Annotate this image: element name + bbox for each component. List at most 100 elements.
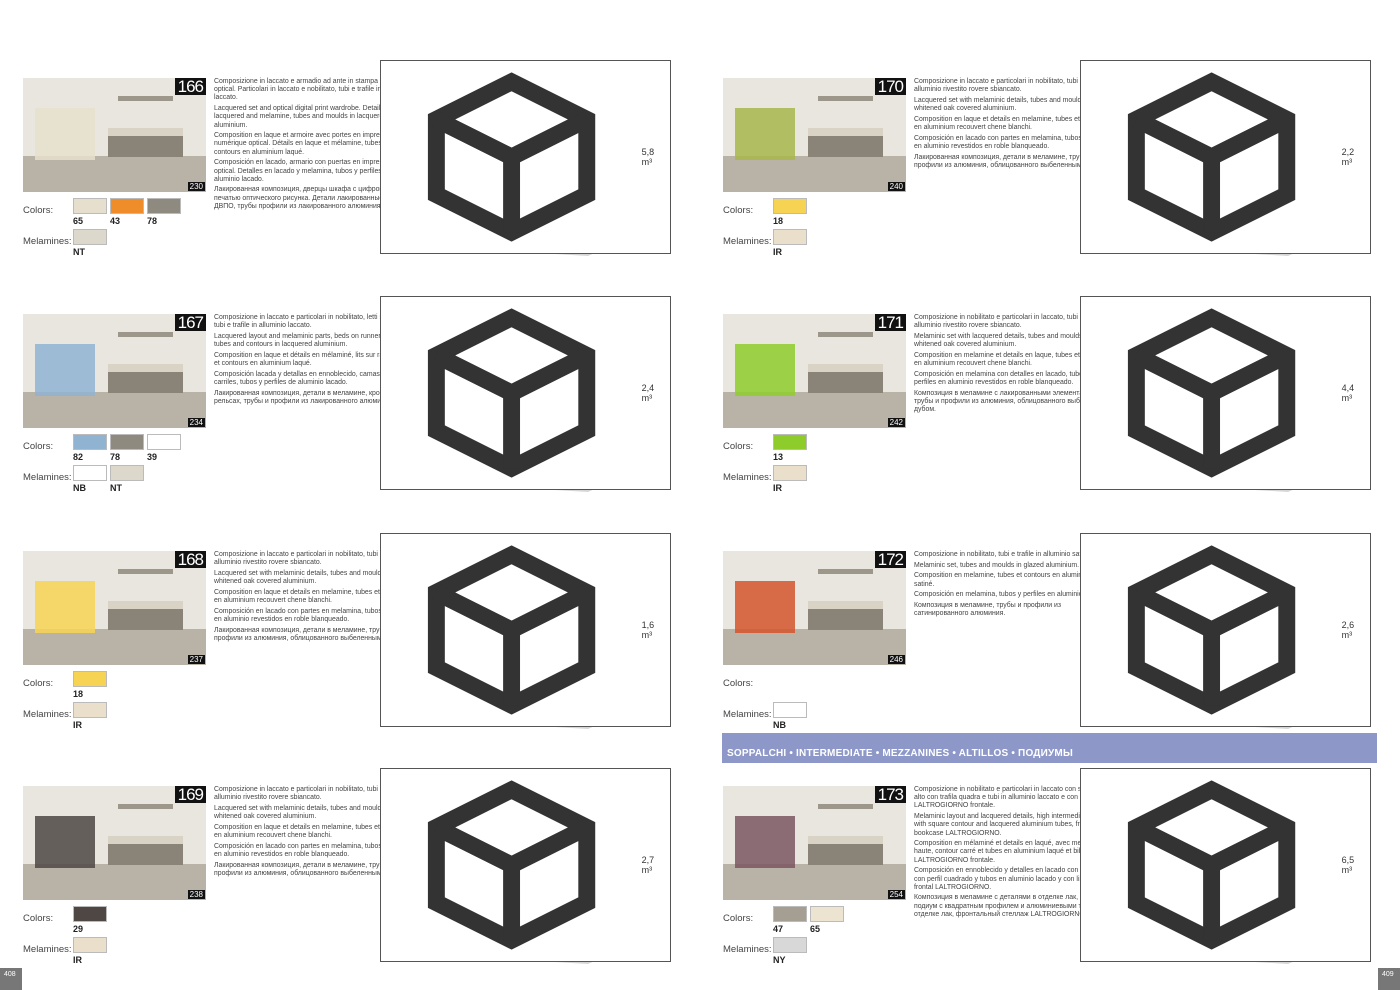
volume-value: 2,6 m³ xyxy=(1341,620,1355,640)
photo-bed xyxy=(808,133,883,157)
melamines-label: Melamines: xyxy=(23,944,72,955)
room-plan-drawing: 1003771792,7 m³ xyxy=(380,768,693,964)
photo-bed xyxy=(108,841,183,865)
melamines-row: Melamines:IR xyxy=(23,937,223,967)
melamine-swatch[interactable] xyxy=(73,229,107,245)
description-paragraph: Composition en laque et details en melam… xyxy=(214,588,409,605)
composition-number: 172 xyxy=(874,551,906,568)
melamine-swatch[interactable] xyxy=(773,465,807,481)
description-paragraph: Composición en lacado con partes en mela… xyxy=(214,842,412,858)
photo-furniture xyxy=(35,108,95,160)
composition-number: 168 xyxy=(174,551,206,568)
color-swatch[interactable] xyxy=(810,906,844,922)
color-swatch[interactable] xyxy=(73,671,107,687)
color-code: 47 xyxy=(773,924,784,934)
photo-bed xyxy=(808,841,883,865)
melamine-code: NB xyxy=(73,483,86,493)
description-paragraph: Melaminic set, tubes and moulds in glaze… xyxy=(914,561,1080,569)
color-swatch[interactable] xyxy=(147,198,181,214)
description-paragraph: Лакированная композиция, детали в мелами… xyxy=(914,153,1106,169)
color-code: 18 xyxy=(73,689,84,699)
melamines-label: Melamines: xyxy=(23,236,72,247)
description-paragraph: Composition en laque et armoire avec por… xyxy=(214,132,396,156)
colors-label: Colors: xyxy=(23,441,54,452)
photo-floor xyxy=(23,629,206,665)
melamine-swatch[interactable] xyxy=(773,937,807,953)
photo-page-ref: 230 xyxy=(187,182,205,191)
cube-edge xyxy=(1133,347,1292,403)
description-paragraph: Composizione in nobilitato, tubi e trafi… xyxy=(914,551,1099,558)
photo-floor xyxy=(723,392,906,428)
melamine-swatch[interactable] xyxy=(73,937,107,953)
volume-badge: 2,7 m³ xyxy=(380,768,671,962)
color-swatch[interactable] xyxy=(773,198,807,214)
volume-value: 4,4 m³ xyxy=(1341,383,1355,403)
melamine-code: IR xyxy=(73,720,82,730)
photo-furniture xyxy=(735,816,795,868)
color-swatch[interactable] xyxy=(110,434,144,450)
photo-bed xyxy=(808,606,883,630)
melamines-row: Melamines:IR xyxy=(23,702,223,732)
melamine-swatch[interactable] xyxy=(110,465,144,481)
room-photo-illustration xyxy=(23,786,206,900)
photo-shelf xyxy=(118,804,173,809)
melamines-label: Melamines: xyxy=(723,236,772,247)
description-paragraph: Лакированная композиция, детали в мелами… xyxy=(214,861,406,877)
colors-label: Colors: xyxy=(23,678,54,689)
melamine-code: NY xyxy=(773,955,786,965)
room-photo[interactable]: 166 230 xyxy=(23,78,206,192)
page-number-left: 408 xyxy=(0,968,22,990)
color-code: 29 xyxy=(73,924,84,934)
volume-value: 1,6 m³ xyxy=(641,620,655,640)
cube-outline xyxy=(428,545,596,715)
melamine-swatch[interactable] xyxy=(773,229,807,245)
melamine-swatch[interactable] xyxy=(73,702,107,718)
description-paragraph: Composition en melamine, tubes et contou… xyxy=(914,572,1094,588)
composition-description: Composizione in nobilitato e particolari… xyxy=(914,314,1114,417)
melamine-swatch[interactable] xyxy=(773,702,807,718)
colors-label: Colors: xyxy=(23,205,54,216)
description-paragraph: Composition en mélaminé et details en la… xyxy=(914,840,1111,864)
color-swatch[interactable] xyxy=(147,434,181,450)
photo-furniture xyxy=(735,108,795,160)
room-plan-drawing: 2632131092,2 m³ xyxy=(1080,60,1393,256)
section-banner-title: SOPPALCHI • INTERMEDIATE • MEZZANINES • … xyxy=(727,748,1073,759)
melamines-label: Melamines: xyxy=(723,709,772,720)
volume-value: 2,2 m³ xyxy=(1341,147,1355,167)
melamines-row: Melamines:NT xyxy=(23,229,223,259)
color-swatch[interactable] xyxy=(773,434,807,450)
cube-icon xyxy=(1128,72,1296,242)
composition-number: 166 xyxy=(174,78,206,95)
color-swatch[interactable] xyxy=(110,198,144,214)
photo-bed xyxy=(108,606,183,630)
color-swatch[interactable] xyxy=(73,198,107,214)
description-paragraph: Composition en laque et details en melam… xyxy=(914,115,1109,132)
melamine-swatch[interactable] xyxy=(73,465,107,481)
photo-mattress xyxy=(808,601,883,609)
color-swatch[interactable] xyxy=(73,906,107,922)
colors-row: Colors:18 xyxy=(723,198,923,228)
color-swatch[interactable] xyxy=(73,434,107,450)
photo-furniture xyxy=(735,581,795,633)
room-plan-drawing: 392,1228,5267,72935,8 m³ xyxy=(380,60,693,256)
description-paragraph: Composizione in nobilitato e particolari… xyxy=(914,314,1110,330)
color-swatch[interactable] xyxy=(773,906,807,922)
room-photo-illustration xyxy=(23,551,206,665)
description-paragraph: Composición lacada y detallas en ennoble… xyxy=(214,370,400,386)
composition-number: 171 xyxy=(874,314,906,331)
melamines-row: Melamines:NY xyxy=(723,937,923,967)
composition-number: 170 xyxy=(874,78,906,95)
composition-description: Composizione in laccato e particolari in… xyxy=(914,78,1114,173)
